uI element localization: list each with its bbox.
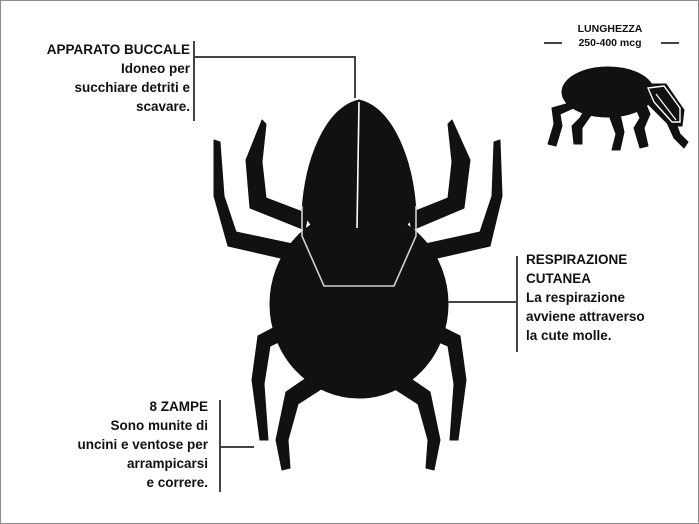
label-size-title: LUNGHEZZA: [562, 22, 658, 36]
mite-body: [270, 210, 448, 398]
label-legs-line: uncini e ventose per: [10, 435, 208, 454]
label-mouthparts-line: succhiare detriti e: [10, 78, 190, 97]
label-respiration: RESPIRAZIONE CUTANEA La respirazione avv…: [526, 250, 696, 345]
leg-front-left: [246, 120, 308, 230]
label-mouthparts-line: scavare.: [10, 97, 190, 116]
label-legs-line: arrampicarsi: [10, 454, 208, 473]
inset-body: [562, 67, 654, 117]
label-respiration-line: La respirazione: [526, 288, 696, 307]
leg-front-right: [408, 120, 470, 230]
label-legs: 8 ZAMPE Sono munite di uncini e ventose …: [10, 397, 208, 492]
label-size: LUNGHEZZA 250-400 mcg: [562, 22, 658, 50]
label-mouthparts: APPARATO BUCCALE Idoneo per succhiare de…: [10, 40, 190, 116]
label-legs-line: e correre.: [10, 473, 208, 492]
label-respiration-title: RESPIRAZIONE: [526, 250, 696, 269]
leader-mouthparts: [194, 57, 355, 98]
label-respiration-line: la cute molle.: [526, 326, 696, 345]
label-respiration-line: avviene attraverso: [526, 307, 696, 326]
label-mouthparts-title: APPARATO BUCCALE: [10, 40, 190, 59]
label-mouthparts-line: Idoneo per: [10, 59, 190, 78]
label-respiration-title: CUTANEA: [526, 269, 696, 288]
label-legs-line: Sono munite di: [10, 416, 208, 435]
label-size-value: 250-400 mcg: [562, 36, 658, 50]
label-legs-title: 8 ZAMPE: [10, 397, 208, 416]
